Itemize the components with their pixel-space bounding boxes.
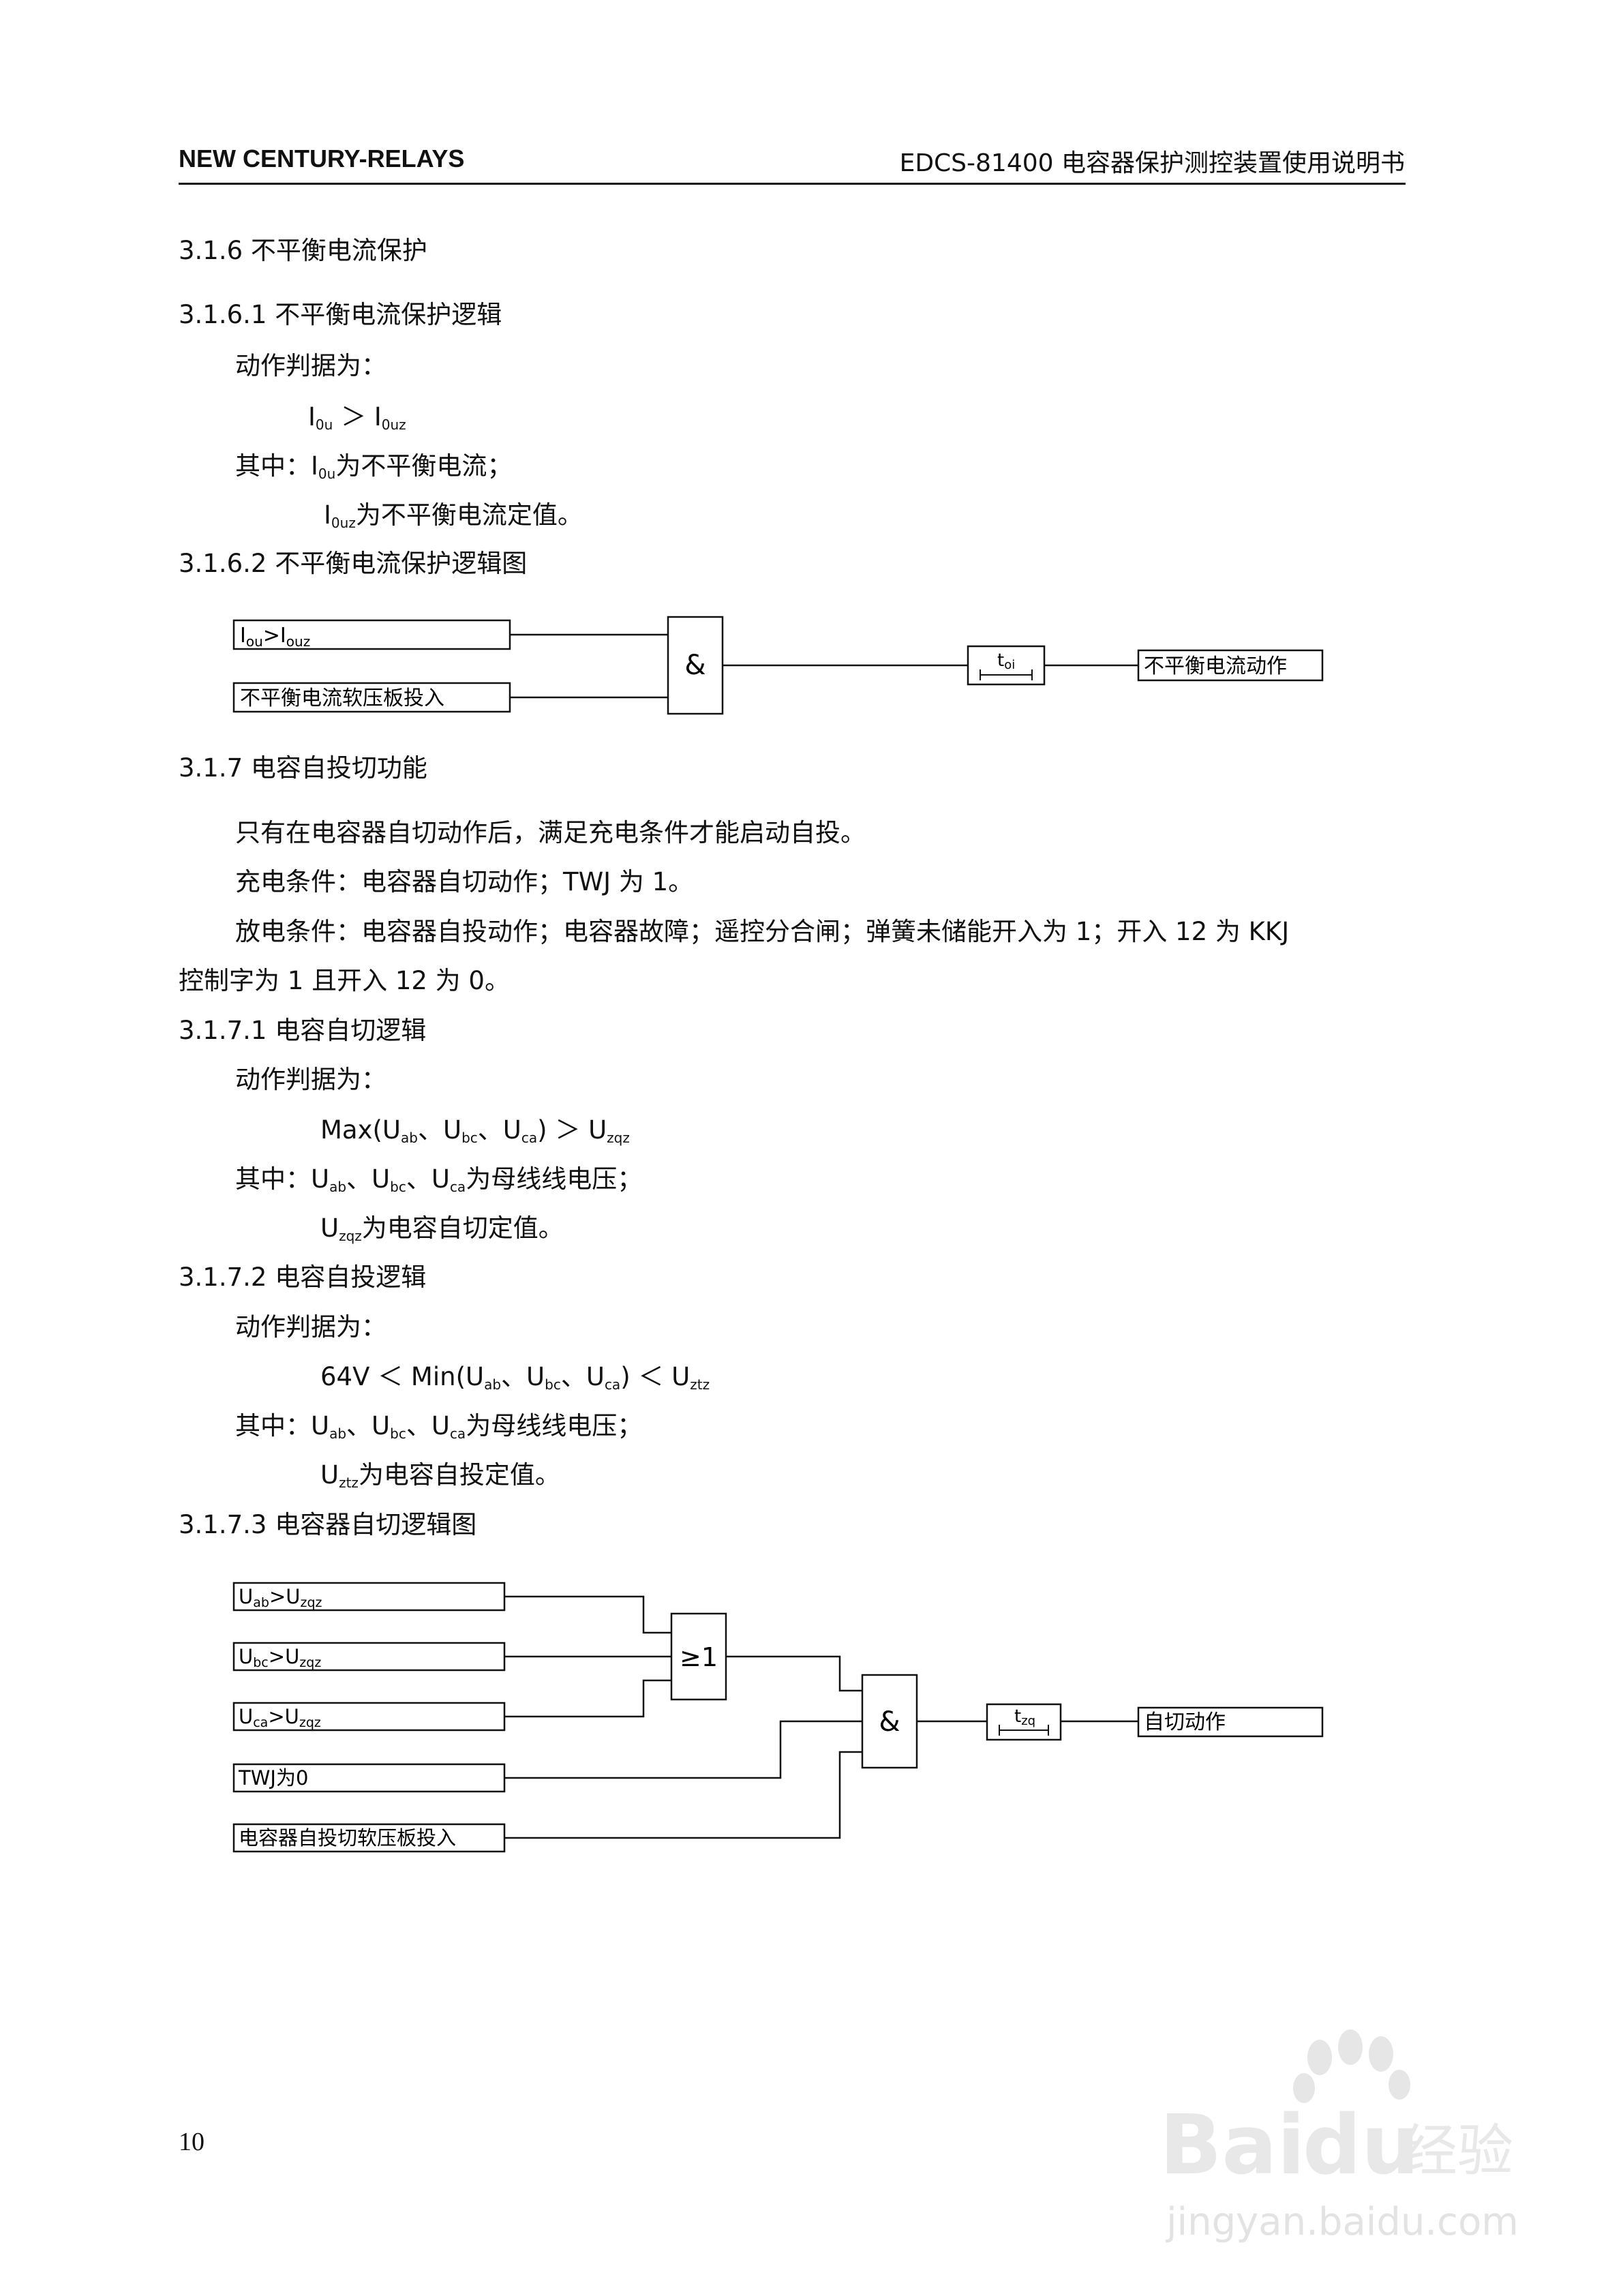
header-doc-title: EDCS-81400 电容器保护测控装置使用说明书 [899, 149, 1405, 177]
definition-bus-line-voltage: 其中：Uab、Ubc、Uca为母线线电压； [235, 1164, 643, 1195]
input-pressplate-label-2: 电容器自投切软压板投入 [239, 1826, 456, 1849]
input-i0u-label: Iou>Iouz [240, 624, 310, 650]
definition-bus-line-voltage-2: 其中：Uab、Ubc、Uca为母线线电压； [235, 1411, 643, 1442]
section-3-1-6-2-title: 3.1.6.2 不平衡电流保护逻辑图 [179, 549, 528, 578]
input-twj-label: TWJ为0 [238, 1766, 308, 1789]
output-self-switch-box [1137, 1706, 1324, 1738]
input-uca-label: Uca>Uzqz [239, 1705, 321, 1730]
and-gate-symbol-2: & [879, 1706, 900, 1738]
definition-uzqz: Uzqz为电容自切定值。 [320, 1213, 564, 1244]
section-3-1-7-title: 3.1.7 电容自投切功能 [179, 753, 427, 783]
input-pressplate-label: 不平衡电流软压板投入 [240, 686, 444, 710]
svg-text:经验: 经验 [1401, 2119, 1513, 2184]
and-gate-symbol: & [684, 650, 706, 681]
definition-i0u: 其中：I0u为不平衡电流； [235, 451, 513, 482]
page-number: 10 [179, 2128, 204, 2156]
para-discharge-condition-line2: 控制字为 1 且开入 12 为 0。 [179, 966, 510, 995]
section-3-1-6-title: 3.1.6 不平衡电流保护 [179, 236, 427, 265]
baidu-jingyan-watermark: Bai du 经验 jingyan.baidu.com [1159, 2029, 1519, 2244]
criterion-label-3: 动作判据为： [235, 1312, 386, 1342]
section-3-1-6-1-title: 3.1.6.1 不平衡电流保护逻辑 [179, 300, 502, 329]
para-self-switch-condition: 只有在电容器自切动作后，满足充电条件才能启动自投。 [235, 818, 866, 847]
header-company: NEW CENTURY-RELAYS [179, 145, 465, 172]
svg-text:jingyan.baidu.com: jingyan.baidu.com [1165, 2200, 1519, 2244]
header-rule [179, 183, 1406, 185]
output-unbalanced-action-label: 不平衡电流动作 [1144, 654, 1287, 678]
input-ubc-label: Ubc>Uzqz [239, 1645, 321, 1670]
section-3-1-7-1-title: 3.1.7.1 电容自切逻辑 [179, 1016, 427, 1045]
output-unbalanced-action-box [1137, 649, 1324, 682]
capacitor-self-switch-logic-diagram: Uab>Uzqz Ubc>Uzqz Uca>Uzqz TWJ为0 电容器自投切软… [232, 1582, 1324, 1853]
formula-max-u-gt-uzqz: Max(Uab、Ubc、Uca) ＞ Uzqz [320, 1115, 630, 1146]
or-gate-symbol: ≥1 [680, 1642, 718, 1672]
paw-icon [1293, 2029, 1410, 2103]
para-charge-condition: 充电条件：电容器自切动作；TWJ 为 1。 [235, 867, 694, 896]
section-3-1-7-2-title: 3.1.7.2 电容自投逻辑 [179, 1263, 427, 1292]
timer-tzq-label: tzq [1014, 1706, 1035, 1728]
section-3-1-7-3-title: 3.1.7.3 电容器自切逻辑图 [179, 1510, 477, 1539]
criterion-label: 动作判据为： [235, 351, 386, 380]
timer-toi-label: toi [997, 650, 1015, 672]
unbalanced-current-logic-diagram: Iou>Iouz 不平衡电流软压板投入 & toi 不平衡电流动作 [232, 616, 1324, 715]
formula-min-u-lt-uztz: 64V ＜ Min(Uab、Ubc、Uca) ＜ Uztz [320, 1362, 710, 1393]
svg-text:Bai: Bai [1159, 2098, 1305, 2193]
criterion-label-2: 动作判据为： [235, 1065, 386, 1094]
input-uab-label: Uab>Uzqz [239, 1585, 322, 1610]
para-discharge-condition-line1: 放电条件：电容器自投动作；电容器故障；遥控分合闸；弹簧未储能开入为 1；开入 1… [235, 917, 1290, 946]
svg-text:du: du [1303, 2098, 1419, 2193]
definition-uztz: Uztz为电容自投定值。 [320, 1460, 560, 1491]
formula-i0u-gt-i0uz: I0u ＞ I0uz [308, 402, 406, 433]
output-self-switch-label: 自切动作 [1144, 1710, 1226, 1734]
definition-i0uz: I0uz为不平衡电流定值。 [324, 500, 583, 531]
